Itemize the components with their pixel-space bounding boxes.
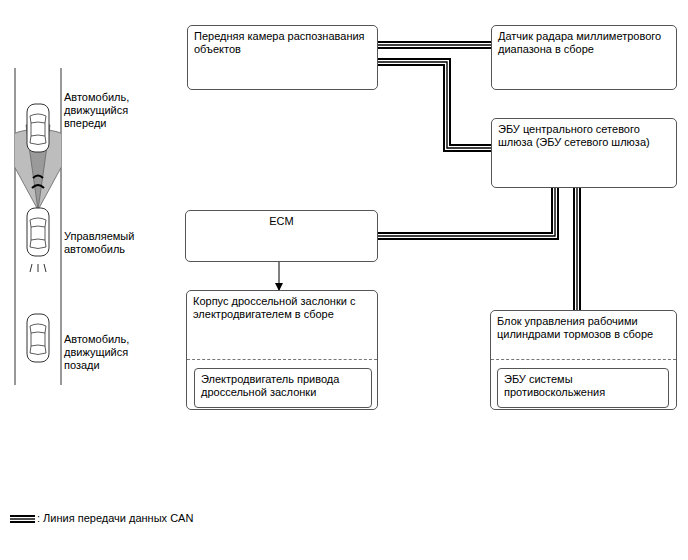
can-bus-line (378, 62, 491, 148)
road-edge (61, 68, 62, 385)
node-text: Блок управления рабочими цилиндрами торм… (491, 311, 676, 345)
can-bus-line (378, 188, 555, 236)
brake-actuator-box: Блок управления рабочими цилиндрами торм… (490, 310, 677, 410)
signal-arrow (279, 262, 280, 290)
ecm-box: ECM (185, 210, 378, 262)
can-bus-line (378, 45, 491, 46)
node-text: ECM (186, 211, 377, 232)
road-edge (15, 68, 16, 385)
lead-car (27, 104, 49, 152)
rear-car (27, 314, 49, 362)
motion-mark (30, 264, 32, 272)
can-bus-line (577, 188, 578, 310)
node-text: Датчик радара миллиметрового диапазона в… (492, 26, 676, 60)
node-text: Передняя камера распознавания объектов (188, 26, 377, 60)
radar-box: Датчик радара миллиметрового диапазона в… (491, 25, 677, 90)
dashed-divider (491, 359, 676, 360)
abs-ecu-box: ЭБУ системы противоскольжения (497, 368, 669, 408)
legend-text: : Линия передачи данных CAN (37, 512, 193, 525)
vehicle-label: Управляемый автомобиль (64, 230, 154, 256)
vehicle-label: Автомобиль, движущийся позади (64, 333, 144, 373)
wave-mark (33, 176, 43, 179)
node-text: ЭБУ центрального сетевого шлюза (ЭБУ сет… (492, 119, 676, 153)
node-text: ЭБУ системы противоскольжения (498, 369, 668, 403)
gateway-box: ЭБУ центрального сетевого шлюза (ЭБУ сет… (491, 118, 677, 188)
throttle-body-box: Корпус дроссельной заслонки с электродви… (186, 290, 378, 410)
camera-box: Передняя камера распознавания объектов (187, 25, 378, 90)
motor-box: Электродвигатель привода дроссельной зас… (194, 368, 372, 408)
motion-mark (38, 264, 39, 272)
motion-mark (44, 264, 46, 272)
node-text: Корпус дроссельной заслонки с электродви… (187, 291, 377, 325)
vehicle-label: Автомобиль, движущийся впереди (64, 91, 144, 131)
node-text: Электродвигатель привода дроссельной зас… (195, 369, 371, 403)
wave-mark (32, 185, 44, 188)
legend-sample (10, 519, 35, 520)
dashed-divider (187, 359, 377, 360)
ego-car (27, 208, 49, 256)
